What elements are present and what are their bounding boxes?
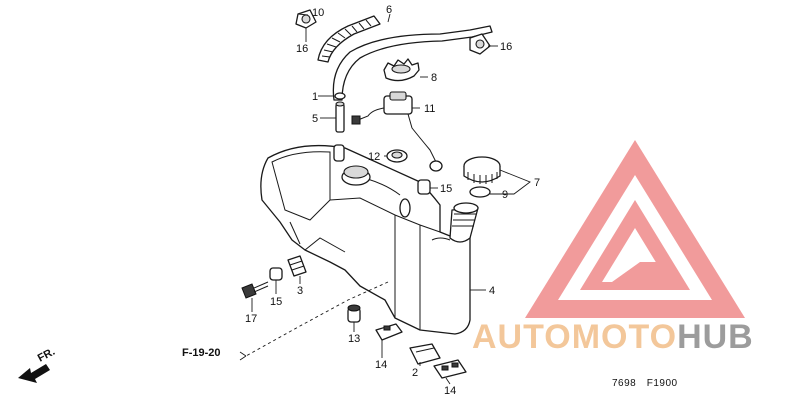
hose-clip-right: [469, 33, 491, 55]
fuel-hose: [332, 25, 493, 101]
callout-15-lower: 15: [270, 296, 282, 308]
pipe-joint: [335, 101, 345, 133]
fuel-pump-unit: [351, 91, 443, 172]
cap-seal-9: [469, 186, 491, 198]
callout-14-lower: 14: [444, 385, 456, 397]
callout-9: 9: [502, 189, 508, 201]
callout-12: 12: [368, 151, 380, 163]
bracket-14-lower: [433, 359, 467, 379]
callout-10: 10: [312, 7, 324, 19]
leader-lines: [251, 13, 531, 385]
callout-17: 17: [245, 313, 257, 325]
o-ring-small: [334, 92, 346, 100]
callout-7: 7: [534, 177, 540, 189]
callout-16-right: 16: [500, 41, 512, 53]
callout-16-left: 16: [296, 43, 308, 55]
callout-2: 2: [412, 367, 418, 379]
front-arrow-icon: FR.: [18, 346, 57, 383]
front-label: FR.: [36, 346, 57, 365]
corrugated-hose: [317, 15, 381, 63]
callout-5: 5: [312, 113, 318, 125]
strainer-gear: [383, 58, 420, 82]
callout-4: 4: [489, 285, 495, 297]
reference-label: F-19-20: [182, 347, 221, 359]
callout-11: 11: [424, 103, 435, 115]
collar-15-upper: [417, 179, 431, 195]
callout-15-upper: 15: [440, 183, 452, 195]
fuel-tank: [260, 144, 479, 335]
watermark-brand: AUTOMOTOHUB: [472, 318, 754, 356]
callout-13: 13: [348, 333, 360, 345]
watermark-logo-icon: [525, 140, 745, 318]
grommet-3: [287, 255, 307, 277]
brand-text-automoto: AUTOMOTOHUB: [472, 318, 754, 356]
bracket-14-upper: [375, 323, 403, 341]
rubber-2: [409, 343, 441, 365]
bolt-17: [241, 281, 269, 299]
drawing-code: 7698 F1900: [612, 378, 678, 389]
collar-15-lower: [269, 267, 283, 281]
gasket-12: [386, 149, 408, 163]
callout-14-upper: 14: [375, 359, 387, 371]
callout-8: 8: [431, 72, 437, 84]
cap-7: [463, 156, 501, 184]
callout-1: 1: [312, 91, 318, 103]
callout-3: 3: [297, 285, 303, 297]
cushion-13: [347, 304, 361, 323]
callout-6: 6: [386, 4, 392, 16]
